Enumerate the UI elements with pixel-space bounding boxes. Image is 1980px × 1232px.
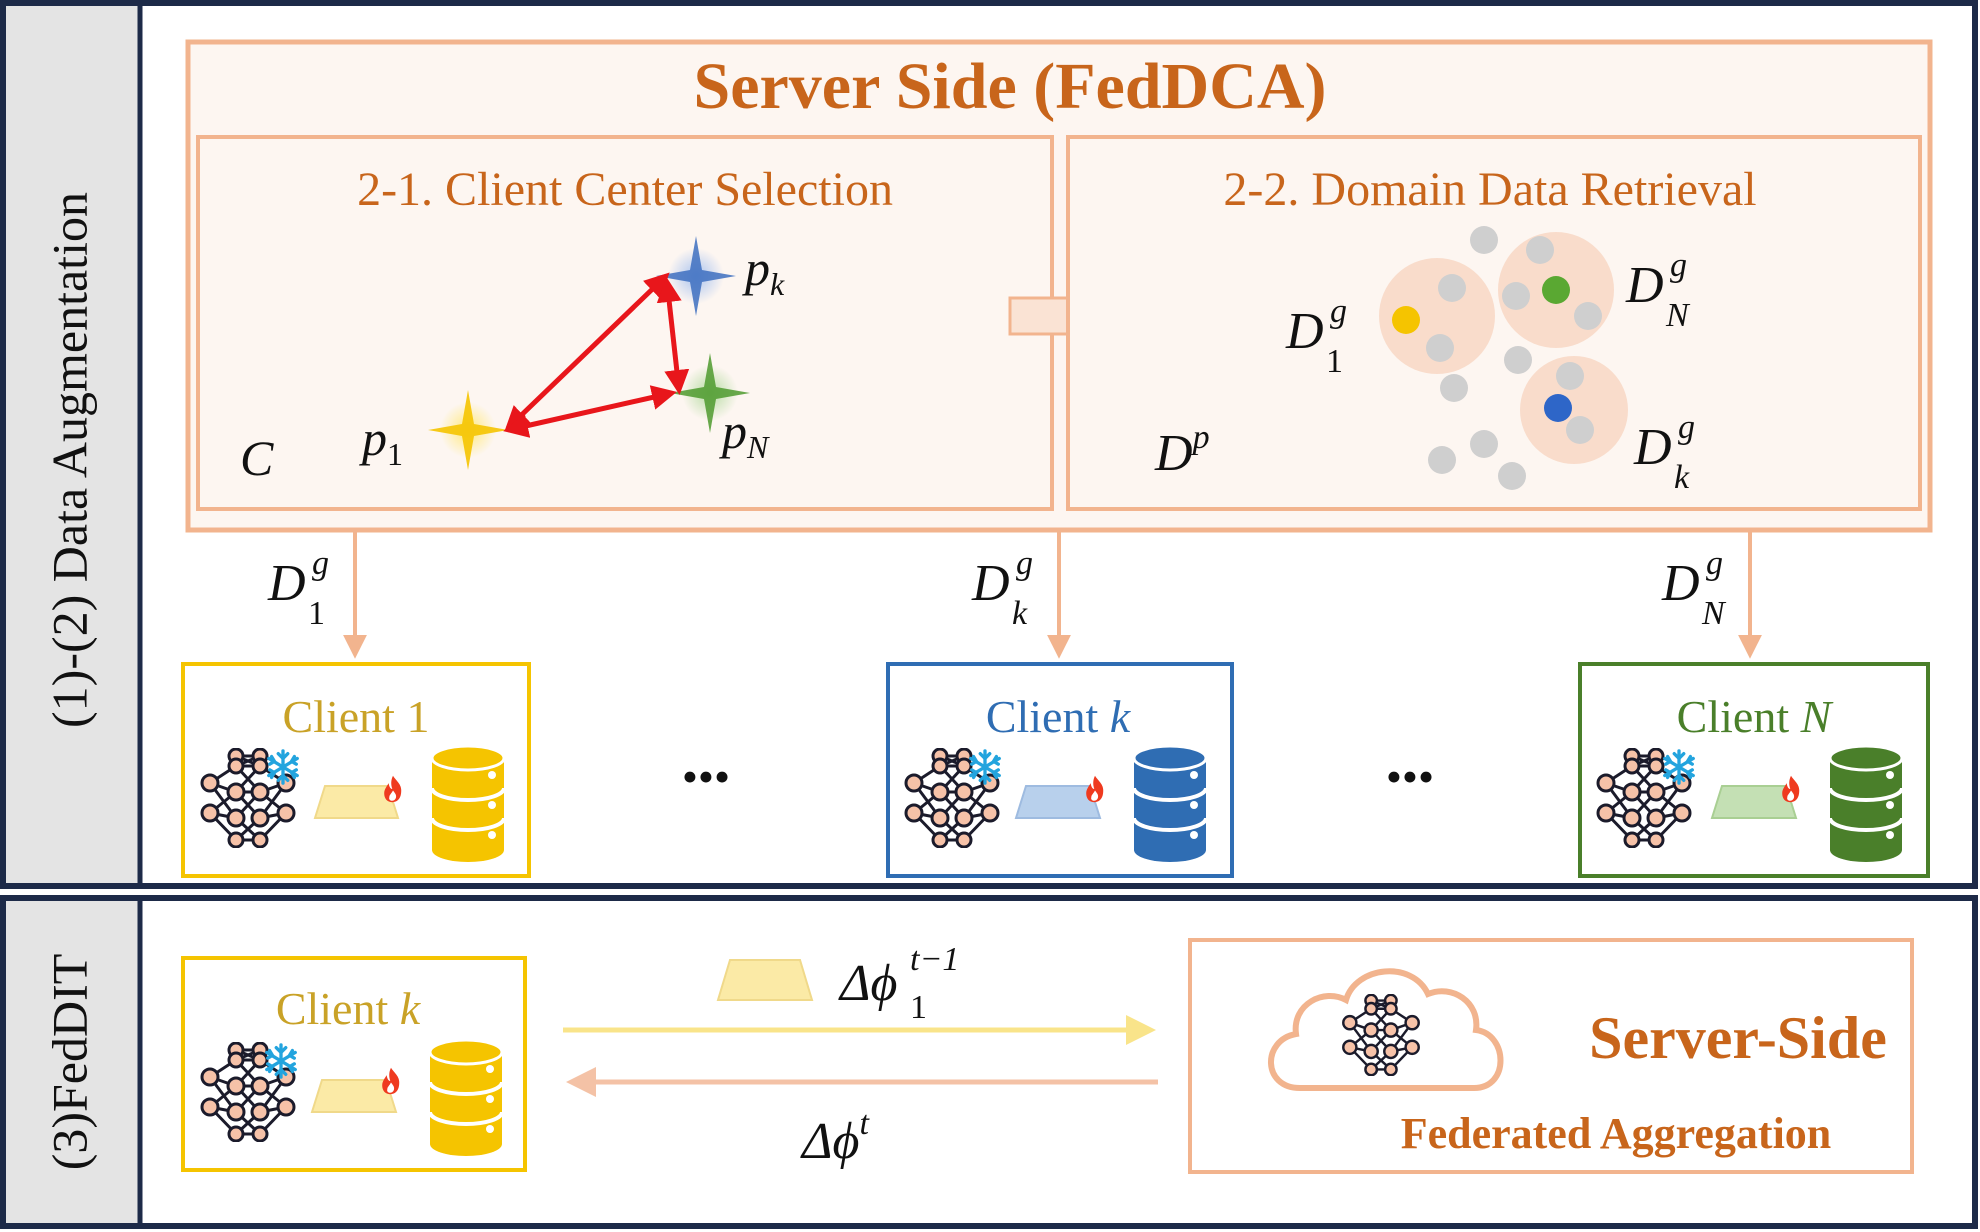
domain-data-retrieval-title: 2-2. Domain Data Retrieval — [1223, 163, 1756, 216]
client-ellipsis-left: ••• — [682, 751, 730, 802]
distance-arrow-p1-pN — [503, 385, 677, 438]
point-pN-star-icon — [670, 353, 750, 433]
client-card-k: Client k — [886, 662, 1234, 878]
client-1-adapter-icon — [313, 785, 400, 819]
point-pk-label: pk — [742, 240, 785, 302]
public-data-label: Dp — [1154, 419, 1210, 482]
client-N-adapter-icon — [1710, 785, 1798, 819]
domain-center-Dk — [1544, 394, 1572, 422]
client-N-database-icon — [1828, 744, 1904, 862]
client-card-N-title: Client N — [1677, 691, 1834, 742]
client-center-selection-title: 2-1. Client Center Selection — [357, 163, 893, 216]
server-side-title: Server Side (FedDCA) — [694, 50, 1327, 123]
feddit-client-database-icon — [428, 1038, 504, 1156]
augmentation-section-label: (1)-(2) Data Augmentation — [41, 192, 97, 728]
client-1-database-icon — [430, 744, 506, 862]
feddit-section-label-bg — [6, 901, 140, 1223]
feddit-section-label: (3)FedDIT — [41, 954, 97, 1171]
client-card-1-title: Client 1 — [283, 691, 430, 742]
federated-server-panel — [1188, 938, 1914, 1174]
client-ellipsis-right: ••• — [1386, 751, 1434, 802]
client-card-k-title: Client k — [986, 691, 1132, 742]
feddit-section-frame — [0, 895, 1978, 1229]
point-pN-label: pN — [719, 403, 770, 465]
feddit-client-card: Client k — [181, 956, 527, 1172]
domain-cluster-D1 — [1379, 258, 1495, 374]
domain-center-DN — [1542, 276, 1570, 304]
server-side-label: Server-Side — [1589, 1005, 1887, 1071]
client-k-database-icon — [1132, 744, 1208, 862]
augmentation-section-frame — [0, 0, 1978, 889]
domain-cluster-Dk — [1520, 356, 1628, 464]
public-data-points — [1426, 226, 1602, 490]
domain-center-D1 — [1392, 306, 1420, 334]
client-card-1: Client 1 — [181, 662, 531, 878]
client-card-N: Client N — [1578, 662, 1930, 878]
point-p1-label: p1 — [359, 410, 403, 472]
augmentation-section-label-bg — [6, 6, 140, 883]
feddit-client-adapter-icon — [310, 1079, 398, 1113]
client-set-symbol: C — [240, 430, 274, 486]
distance-arrow-pk-pN — [656, 277, 690, 395]
point-p1-star-icon — [428, 390, 508, 470]
upload-adapter-icon — [716, 959, 814, 1001]
feddit-client-title: Client k — [276, 983, 422, 1034]
client-k-adapter-icon — [1014, 785, 1102, 819]
download-label: Δϕt — [800, 1105, 870, 1170]
federated-aggregation-label: Federated Aggregation — [1401, 1109, 1832, 1158]
